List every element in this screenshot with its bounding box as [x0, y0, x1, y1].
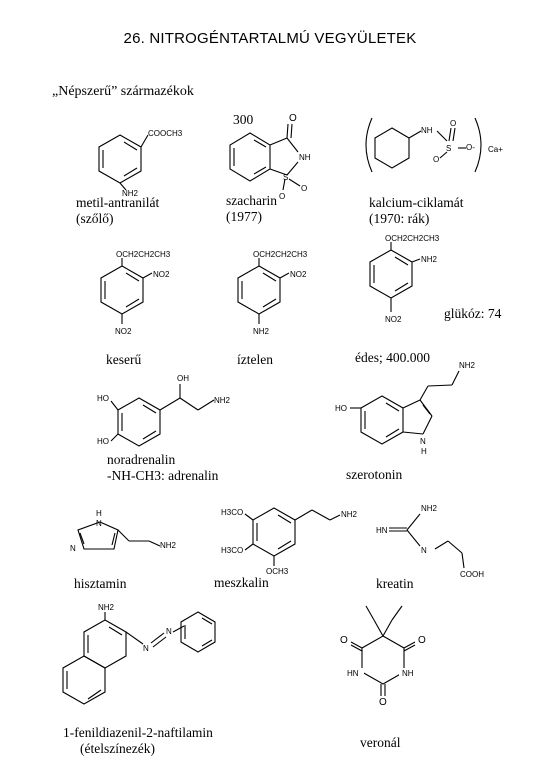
szacharin-name: szacharin: [226, 193, 277, 208]
group-iztelen-ether: OCH2CH2CH3: [253, 250, 308, 259]
group-veronal-o-right: O: [418, 635, 426, 646]
group-meszkalin-nh2: NH2: [341, 510, 358, 519]
fenildiazenil-naftilamin-name: 1-fenildiazenil-2-naftilamin: [63, 725, 213, 740]
edes-name: édes; 400.000: [355, 350, 430, 365]
kalcium-ciklamat-name: kalcium-ciklamát: [369, 195, 464, 210]
structure-fenildiazenil-naftilamin: NH2 N N: [62, 603, 216, 705]
group-szerotonin-nh2: NH2: [459, 361, 476, 370]
group-iztelen-no2: NO2: [290, 270, 307, 279]
group-meszkalin-och3-b: H3CO: [221, 546, 243, 555]
keseru-name: keserű: [106, 352, 142, 367]
structure-kreatin: NH2 HN N COOH: [376, 504, 484, 579]
group-keseru-no2-a: NO2: [153, 270, 170, 279]
structure-metil-antranilat: COOCH3 NH2: [98, 129, 183, 198]
group-edes-ether: OCH2CH2CH3: [385, 234, 440, 243]
group-noradrenalin-nh2: NH2: [214, 396, 231, 405]
group-veronal-hn: HN: [347, 669, 359, 678]
structure-iztelen: OCH2CH2CH3 NO2 NH2: [237, 250, 308, 336]
glukoz-reference: glükóz: 74: [444, 306, 502, 321]
noradrenalin-name: noradrenalin: [107, 452, 176, 467]
hisztamin-name: hisztamin: [74, 576, 127, 591]
group-naftilamin-nh2: NH2: [98, 603, 115, 612]
metil-antranilat-name: metil-antranilát: [76, 195, 160, 210]
group-kreatin-cooh: COOH: [460, 570, 484, 579]
structure-veronal: O O O HN NH: [340, 605, 426, 708]
veronal-name: veronál: [360, 735, 401, 750]
group-naftilamin-n1: N: [143, 644, 149, 653]
page-title: 26. NITROGÉNTARTALMÚ VEGYÜLETEK: [123, 30, 417, 47]
szacharin-value: 300: [233, 112, 254, 127]
szerotonin-name: szerotonin: [346, 467, 403, 482]
group-hisztamin-n2: N: [70, 544, 76, 553]
fenildiazenil-naftilamin-note: (ételszínezék): [80, 741, 155, 756]
metil-antranilat-note: (szőlő): [76, 211, 114, 226]
group-edes-nh2: NH2: [421, 255, 438, 264]
szacharin-note: (1977): [226, 209, 262, 224]
structure-keseru: OCH2CH2CH3 NO2 NO2: [100, 250, 171, 336]
group-meszkalin-och3-a: H3CO: [221, 508, 243, 517]
group-veronal-nh: NH: [402, 669, 414, 678]
structure-hisztamin: H N N NH2: [70, 509, 177, 553]
group-edes-no2: NO2: [385, 315, 402, 324]
group-szacharin-s: S: [283, 173, 288, 182]
structure-szerotonin: HO NH2 N H: [335, 361, 476, 456]
meszkalin-name: meszkalin: [214, 575, 269, 590]
group-keseru-ether: OCH2CH2CH3: [116, 250, 171, 259]
group-noradrenalin-ho-a: HO: [97, 394, 109, 403]
kalcium-ciklamat-note: (1970: rák): [369, 211, 430, 226]
group-ciklamat-s: S: [446, 144, 451, 153]
group-hisztamin-nh2: NH2: [160, 541, 177, 550]
noradrenalin-note: -NH-CH3: adrenalin: [107, 468, 219, 483]
group-szacharin-o2: O: [301, 184, 307, 193]
structure-edes: OCH2CH2CH3 NH2 NO2: [369, 234, 440, 324]
kreatin-name: kreatin: [376, 576, 414, 591]
structure-meszkalin: H3CO H3CO OCH3 NH2: [221, 507, 358, 576]
group-noradrenalin-oh: OH: [177, 374, 189, 383]
group-veronal-o-bottom: O: [379, 697, 387, 708]
group-kreatin-n: N: [421, 546, 427, 555]
group-veronal-o-left: O: [340, 635, 348, 646]
structure-szacharin: O NH S O O: [229, 113, 311, 201]
group-ciklamat-o2: O: [433, 155, 439, 164]
group-ciklamat-ca: Ca+: [488, 145, 503, 154]
group-szacharin-o1: O: [279, 192, 285, 201]
group-metil-antranilat-amine: NH2: [122, 189, 139, 198]
page-subtitle: „Népszerű” származékok: [52, 84, 194, 99]
group-meszkalin-och3-c: OCH3: [266, 567, 289, 576]
group-szerotonin-ho: HO: [335, 404, 347, 413]
group-ciklamat-o1: O: [450, 119, 456, 128]
group-ciklamat-nh: NH: [421, 126, 433, 135]
group-naftilamin-n2: N: [166, 627, 172, 636]
iztelen-name: íztelen: [237, 352, 273, 367]
group-szacharin-carbonyl-o: O: [289, 113, 297, 124]
group-szerotonin-h: H: [421, 447, 427, 456]
group-iztelen-nh2: NH2: [253, 327, 270, 336]
group-metil-antranilat-ester: COOCH3: [148, 129, 183, 138]
group-keseru-no2-b: NO2: [115, 327, 132, 336]
structure-noradrenalin: OH HO HO NH2: [97, 374, 231, 447]
structure-kalcium-ciklamat: NH S O O O- Ca+: [365, 117, 503, 173]
group-kreatin-hn: HN: [376, 526, 388, 535]
group-hisztamin-n1: N: [96, 519, 102, 528]
group-szacharin-nh: NH: [299, 153, 311, 162]
group-ciklamat-o-minus: O-: [466, 143, 475, 152]
group-szerotonin-n: N: [420, 437, 426, 446]
group-kreatin-nh2: NH2: [421, 504, 438, 513]
group-hisztamin-h: H: [96, 509, 102, 518]
group-noradrenalin-ho-b: HO: [97, 437, 109, 446]
